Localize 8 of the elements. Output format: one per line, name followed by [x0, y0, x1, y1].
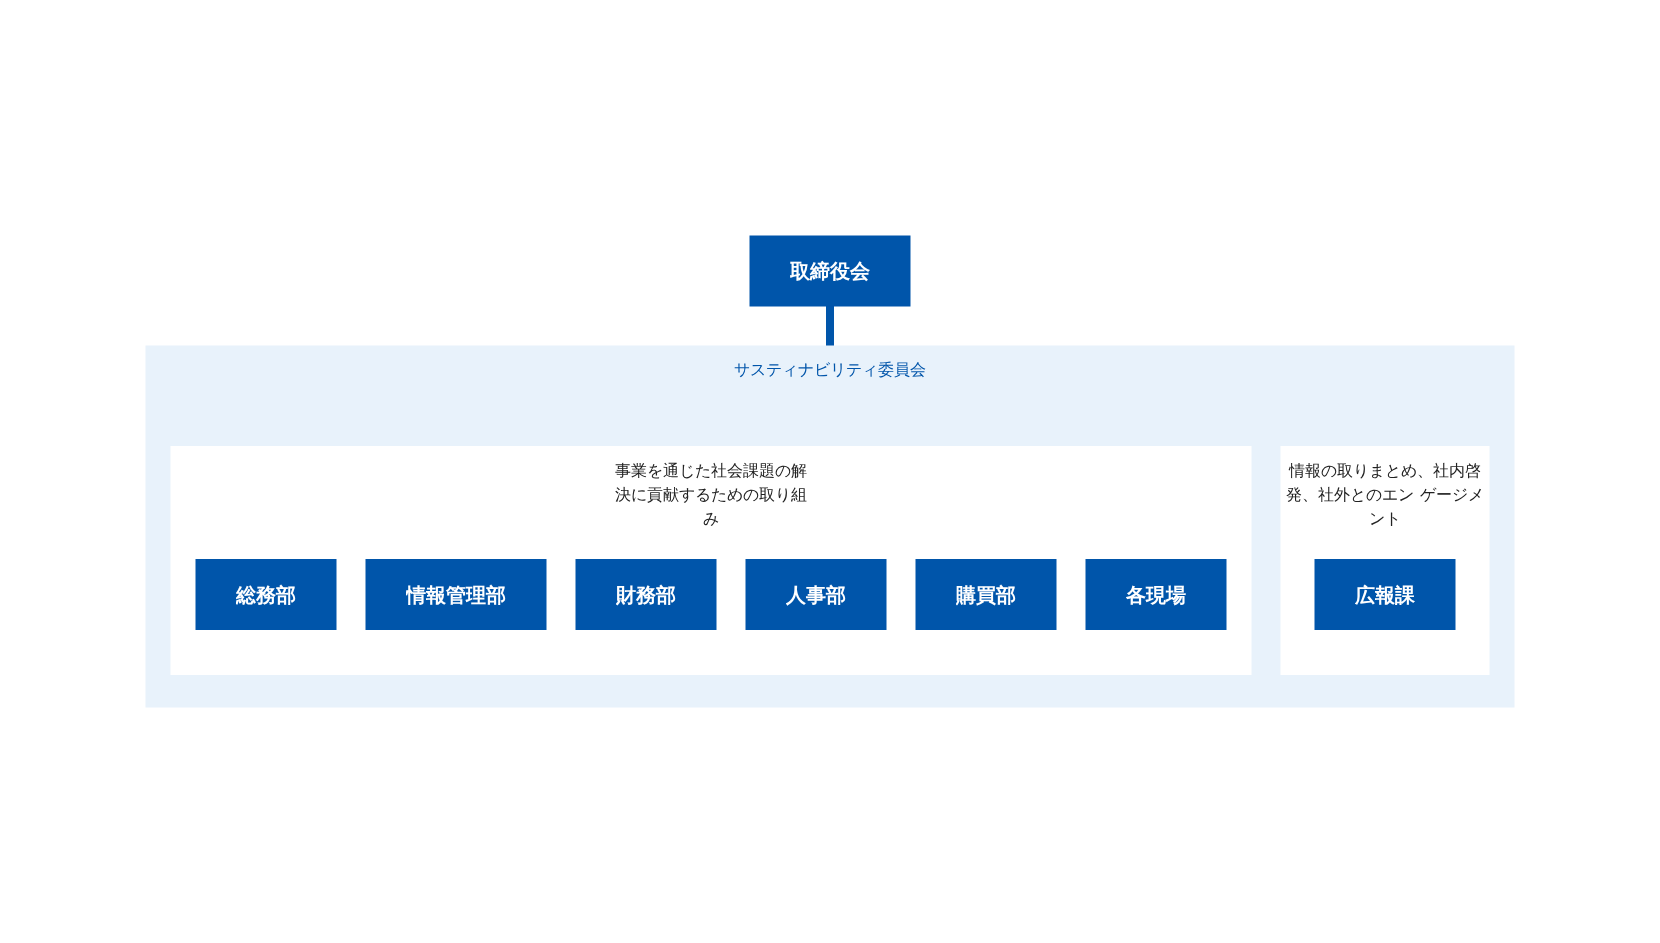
node-box: 人事部 — [745, 559, 887, 630]
node-box: 広報課 — [1314, 559, 1456, 630]
node-box: 各現場 — [1085, 559, 1227, 630]
node-box: 取締役会 — [749, 235, 911, 307]
node-box: 財務部 — [575, 559, 717, 630]
node-box: 購買部 — [915, 559, 1057, 630]
node-box: 総務部 — [195, 559, 337, 630]
connector — [826, 305, 834, 347]
